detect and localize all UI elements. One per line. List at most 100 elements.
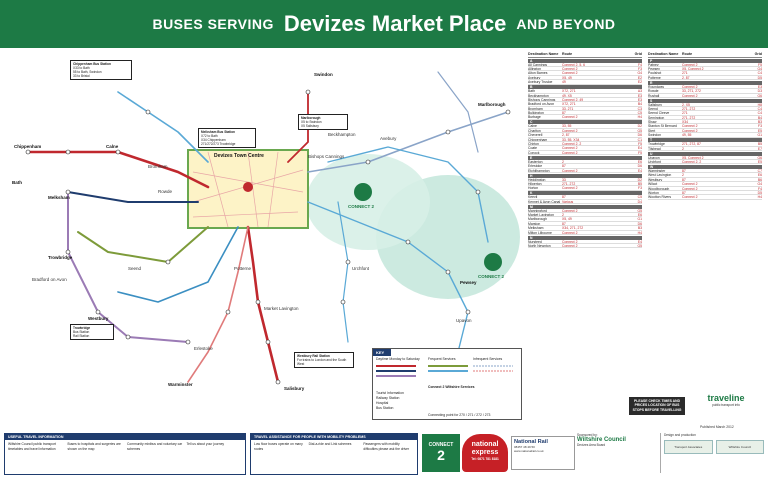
national-express-logo[interactable]: national express Tel: 0871 781 8181 xyxy=(462,434,508,472)
national-rail-name: National Rail xyxy=(514,439,548,445)
index-place: Trowbridge xyxy=(648,142,665,146)
index-route: Connect 2 xyxy=(682,186,698,190)
route-line-x5 xyxy=(307,111,509,173)
index-grid: G4 xyxy=(757,66,762,71)
national-rail-web[interactable]: www.nationalrail.co.uk xyxy=(514,449,544,453)
index-route: 271 xyxy=(682,111,688,115)
index-route: Connect 2 xyxy=(562,71,578,75)
connect-label-west: CONNECT 2 xyxy=(348,204,375,209)
index-grid: C4 xyxy=(757,71,762,76)
index-grid: E6 xyxy=(637,159,642,164)
info-box-line: Bus Station xyxy=(73,330,90,334)
design-logo: Wiltshire Council xyxy=(715,440,764,454)
index-route: X34 xyxy=(682,120,689,124)
national-rail-logo[interactable]: National Rail 08457 48 49 50 www.nationa… xyxy=(511,436,575,470)
index-row: Woodborough Connect 2 F4 xyxy=(648,187,762,191)
index-route: Connect 2 xyxy=(682,93,698,97)
index-place: Easterton xyxy=(528,159,543,164)
index-grid: A3 xyxy=(637,89,642,94)
index-place: Cheverell xyxy=(528,133,543,137)
index-route: 2, 87 xyxy=(682,75,690,80)
stop-markers xyxy=(25,89,511,385)
page-header: BUSES SERVING Devizes Market Place AND B… xyxy=(0,0,768,48)
index-grid: E4 xyxy=(637,239,642,244)
index-place: Allington xyxy=(528,66,542,71)
index-place: Heddington xyxy=(528,177,546,181)
index-place: Bishops Cannings xyxy=(528,97,556,102)
index-letter: K xyxy=(528,191,642,196)
traveline-tagline: public transport info xyxy=(712,403,740,407)
index-grid: D6 xyxy=(637,133,642,138)
index-route: Connect 2 xyxy=(682,84,698,89)
index-route: 271, 272 xyxy=(682,106,696,111)
index-route: Connect 2 xyxy=(562,66,578,71)
index-place: Chippenham xyxy=(528,137,548,142)
index-route: 2 xyxy=(562,213,564,217)
route-line-x72 xyxy=(117,226,239,303)
index-route: X5, Connect 2 xyxy=(682,155,704,159)
mobility-title: TRAVEL ASSISTANCE FOR PEOPLE WITH MOBILI… xyxy=(251,434,417,440)
index-place: Alton Barnes xyxy=(528,71,548,75)
index-letter: R xyxy=(648,80,762,85)
index-route: X5, Connect 2 xyxy=(682,66,704,71)
index-grid: H4 xyxy=(637,115,642,120)
info-box-line: X5 to Swindon xyxy=(301,120,322,124)
place-salisbury: Salisbury xyxy=(284,386,305,391)
info-box-westbury: Westbury Rail Station For trains to Lond… xyxy=(294,352,354,368)
index-grid: F4 xyxy=(758,186,762,191)
connect2-badge-east xyxy=(484,253,502,271)
sponsor-name: Wiltshire Council xyxy=(577,437,626,443)
index-place: Woodborough xyxy=(648,186,670,190)
index-place: Burbage xyxy=(528,115,541,119)
index-route: 49, 55 xyxy=(682,133,692,137)
traveline-logo[interactable]: traveline public transport info xyxy=(690,393,762,419)
index-route: Connect 2 xyxy=(562,168,578,172)
index-grid: F3 xyxy=(638,186,642,191)
header-pre: BUSES SERVING xyxy=(152,16,274,32)
mobility-col: Passengers with mobility difficulties pl… xyxy=(363,442,410,451)
index-grid: E3 xyxy=(757,84,762,89)
index-grid: C4 xyxy=(757,106,762,111)
index-letter: N xyxy=(528,235,642,240)
index-letter: T xyxy=(648,138,762,143)
place-marlborough: Marlborough xyxy=(478,102,506,107)
place-calne: Calne xyxy=(106,144,119,149)
national-express-name: national express xyxy=(471,441,499,456)
index-row: Alton Barnes Connect 2 G4 xyxy=(528,71,642,76)
travel-info-col: Tell us about your journey xyxy=(186,442,225,446)
route-map[interactable]: Chippenham Calne Melksham Trowbridge Bra… xyxy=(8,52,524,394)
info-box-line: For trains to London and the South West xyxy=(297,358,347,366)
index-route: 33 xyxy=(562,177,566,181)
key-row: Infrequent Services xyxy=(473,357,503,361)
index-route: Connect 2 xyxy=(562,208,578,213)
index-grid: G4 xyxy=(637,71,642,76)
travel-info-col: Wiltshire Council public transport timet… xyxy=(8,442,57,451)
index-grid: C3 xyxy=(637,106,642,111)
index-place: Horton xyxy=(528,186,539,190)
index-place: Conock xyxy=(528,150,540,155)
info-box-trowbridge: Trowbridge Bus Station Rail Station xyxy=(70,324,114,340)
info-box-line: 33 to Bristol xyxy=(73,74,90,78)
place-chippenham: Chippenham xyxy=(14,144,42,149)
index-route: 2, 87 xyxy=(562,133,570,137)
index-route: 2, X5 xyxy=(682,102,690,106)
index-route: 271, 272 xyxy=(682,115,696,120)
place-market-lavington: Market Lavington xyxy=(264,306,299,311)
